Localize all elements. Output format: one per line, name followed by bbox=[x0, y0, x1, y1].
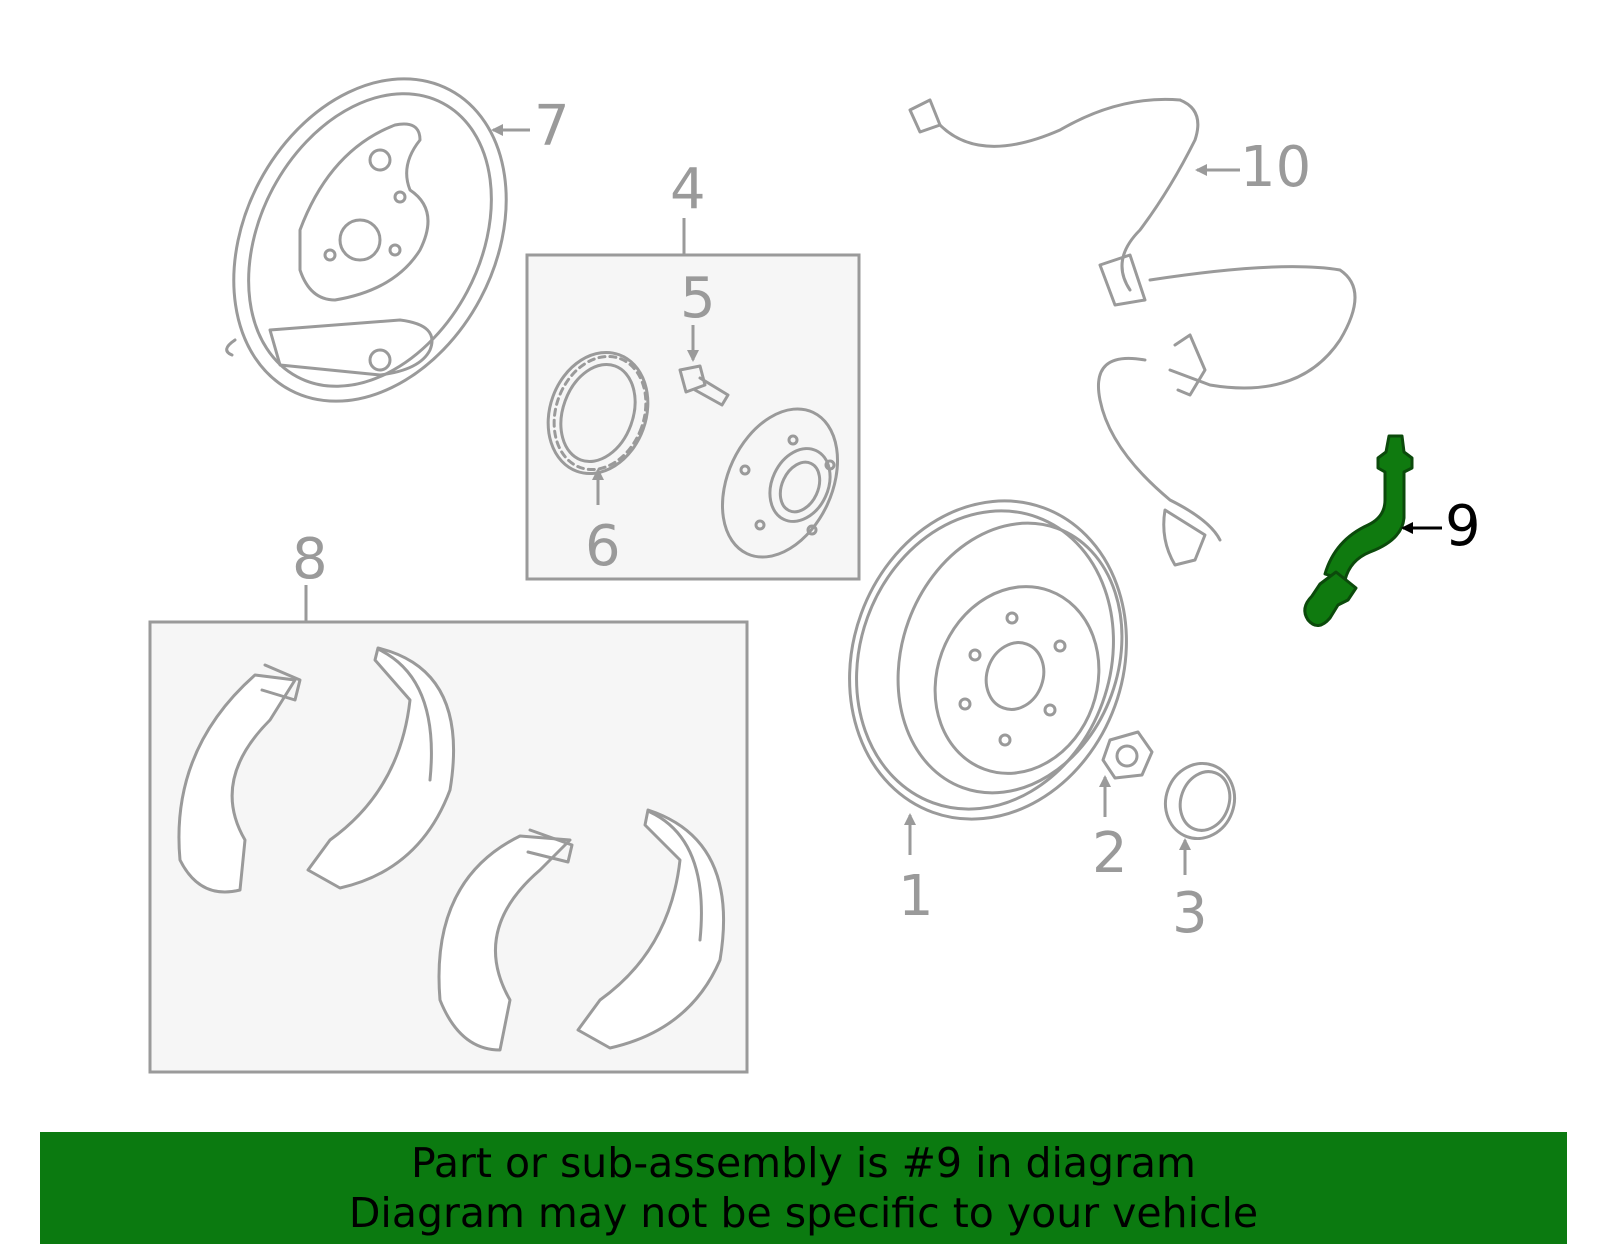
callout-1: 1 bbox=[898, 813, 934, 929]
nut-part-2 bbox=[1101, 730, 1154, 780]
hub-flange bbox=[720, 407, 840, 559]
callout-10: 10 bbox=[1195, 135, 1311, 200]
bolt-part-5 bbox=[678, 364, 730, 407]
callout-9: 9 bbox=[1401, 494, 1481, 559]
callout-5-label: 5 bbox=[680, 266, 716, 331]
callout-7-label: 7 bbox=[534, 94, 570, 159]
callout-7: 7 bbox=[491, 94, 570, 159]
callout-8-label: 8 bbox=[292, 527, 328, 592]
callout-5: 5 bbox=[680, 266, 716, 362]
callout-4-label: 4 bbox=[670, 157, 706, 222]
callout-3-label: 3 bbox=[1172, 881, 1208, 946]
abs-sensor-part-10 bbox=[908, 97, 1357, 567]
callout-6: 6 bbox=[585, 468, 621, 579]
banner-line-2: Diagram may not be specific to your vehi… bbox=[348, 1189, 1259, 1237]
banner-line-1: Part or sub-assembly is #9 in diagram bbox=[411, 1139, 1196, 1187]
info-banner: Part or sub-assembly is #9 in diagram Di… bbox=[40, 1132, 1567, 1244]
subassembly-box-4 bbox=[525, 253, 861, 581]
dust-cap-part-3 bbox=[1164, 761, 1236, 841]
brake-hose-part-9 bbox=[1303, 434, 1414, 627]
callout-8: 8 bbox=[292, 527, 328, 622]
tone-ring-part-6 bbox=[546, 350, 650, 476]
callout-3: 3 bbox=[1172, 838, 1208, 946]
callout-6-label: 6 bbox=[585, 514, 621, 579]
brake-drum-part-1 bbox=[848, 499, 1128, 821]
callout-2: 2 bbox=[1092, 775, 1128, 886]
brake-shoes-part-8 bbox=[177, 646, 726, 1052]
callout-10-label: 10 bbox=[1240, 135, 1311, 200]
backing-plate-part-7 bbox=[225, 77, 508, 403]
callout-1-label: 1 bbox=[898, 864, 934, 929]
callout-2-label: 2 bbox=[1092, 821, 1128, 886]
callout-9-label: 9 bbox=[1445, 494, 1481, 559]
callout-4: 4 bbox=[670, 157, 706, 255]
